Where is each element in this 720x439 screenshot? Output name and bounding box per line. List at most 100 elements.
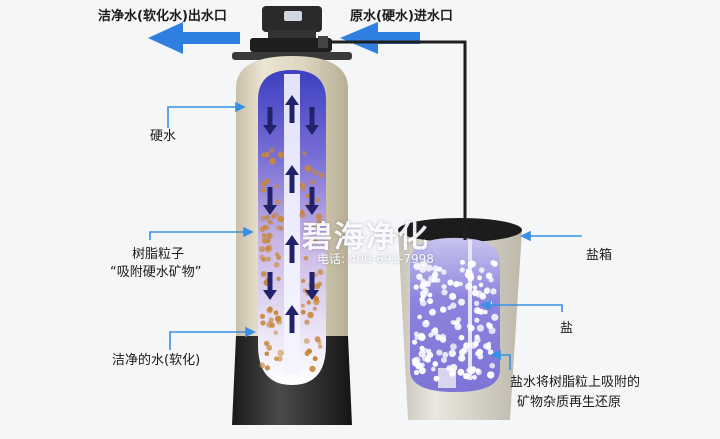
watermark-title: 碧海净化 — [302, 220, 430, 255]
resin-bead — [277, 216, 285, 223]
salt-crystal — [432, 361, 439, 367]
salt-crystal — [474, 300, 480, 306]
resin-bead — [313, 223, 318, 229]
resin-bead — [304, 350, 310, 356]
salt-crystal — [450, 363, 458, 372]
salt-crystal — [441, 284, 447, 290]
salt-crystal — [463, 372, 470, 380]
resin-bead — [273, 310, 279, 316]
resin-bead — [264, 151, 270, 158]
salt-crystal — [487, 349, 494, 355]
salt-crystal — [474, 317, 480, 323]
resin-bead — [261, 256, 267, 262]
resin-bead — [274, 184, 279, 189]
resin-bead — [271, 214, 276, 219]
salt-crystal — [415, 362, 423, 370]
salt-crystal — [419, 266, 427, 273]
salt-crystal — [413, 284, 419, 290]
down-flow-arrow — [263, 107, 277, 135]
up-flow-arrow — [285, 305, 299, 333]
salt-crystal — [413, 262, 421, 270]
resin-bead — [268, 220, 273, 225]
control-valve — [250, 6, 332, 52]
salt-crystal — [453, 280, 460, 288]
salt-crystal — [416, 273, 423, 280]
salt-crystal — [486, 341, 492, 347]
brine-line — [318, 40, 467, 218]
salt-crystal — [425, 264, 433, 272]
salt-crystal — [483, 288, 490, 295]
resin-bead — [312, 306, 317, 311]
salt-crystal — [431, 276, 438, 283]
salt-crystal — [491, 313, 499, 321]
salt-crystal — [422, 348, 429, 354]
resin-bead — [274, 356, 279, 362]
resin-bead — [277, 356, 283, 362]
resin-bead — [300, 309, 306, 315]
outlet-label: 洁净水(软化水)出水口 — [98, 9, 227, 24]
watermark-phone: 电话: 400-691-7998 — [317, 252, 434, 266]
salt-crystal — [473, 307, 481, 314]
salt-crystal — [447, 279, 454, 286]
salt-crystal — [448, 349, 456, 358]
regen-label-line1: 盐水将树脂粒上吸附的 — [510, 375, 641, 390]
resin-bead — [301, 278, 306, 283]
salt-crystal — [486, 323, 493, 330]
resin-bead — [264, 341, 269, 346]
resin-bead — [259, 362, 266, 369]
resin-bead — [266, 344, 273, 351]
resin-bead — [310, 168, 315, 173]
salt-crystal — [477, 275, 482, 281]
resin-bead — [269, 157, 276, 165]
resin-label-line2: “吸附硬水矿物” — [110, 265, 202, 280]
salt-crystal — [469, 368, 476, 375]
resin-bead — [260, 152, 266, 158]
salt-crystals — [411, 259, 499, 382]
salt-crystal — [476, 324, 484, 332]
salt-crystal — [478, 282, 484, 288]
salt-crystal — [449, 370, 456, 377]
salt-crystal — [471, 374, 477, 380]
resin-bead — [317, 269, 324, 275]
salt-crystal — [452, 320, 458, 326]
salt-crystal — [488, 277, 494, 283]
resin-bead — [264, 351, 270, 357]
resin-bead — [315, 197, 321, 203]
down-flow-arrow — [263, 187, 277, 215]
inlet-arrow — [340, 22, 420, 54]
resin-bead — [303, 338, 310, 344]
salt-crystal — [442, 351, 449, 358]
salt-crystal — [427, 292, 433, 298]
salt-crystal — [469, 260, 476, 268]
salt-label: 盐 — [560, 321, 574, 336]
salt-crystal — [458, 354, 466, 362]
salt-crystal — [423, 280, 429, 286]
down-flow-arrow — [305, 107, 319, 135]
salt-crystal — [435, 334, 442, 341]
resin-bead — [260, 271, 267, 277]
salt-crystal — [458, 281, 464, 287]
salt-crystal — [465, 282, 473, 291]
salt-crystal — [432, 327, 438, 333]
salt-crystal — [481, 292, 486, 298]
salt-crystal — [436, 349, 443, 356]
salt-crystal — [441, 357, 447, 363]
salt-crystal — [458, 334, 465, 341]
resin-bead — [259, 246, 265, 253]
salt-crystal — [447, 305, 452, 310]
resin-bead — [303, 255, 309, 261]
resin-bead — [274, 199, 281, 206]
resin-bead — [302, 288, 308, 293]
brine-tank-label: 盐箱 — [586, 248, 613, 263]
salt-crystal — [441, 289, 448, 296]
salt-crystal — [475, 368, 481, 373]
resin-bead — [265, 225, 270, 230]
resin-bead — [317, 344, 323, 349]
resin-bead — [265, 238, 271, 244]
flow-arrows — [263, 95, 319, 333]
salt-crystal — [413, 369, 420, 376]
salt-crystal — [458, 298, 465, 306]
salt-crystal — [468, 324, 475, 332]
salt-crystal — [441, 269, 447, 275]
